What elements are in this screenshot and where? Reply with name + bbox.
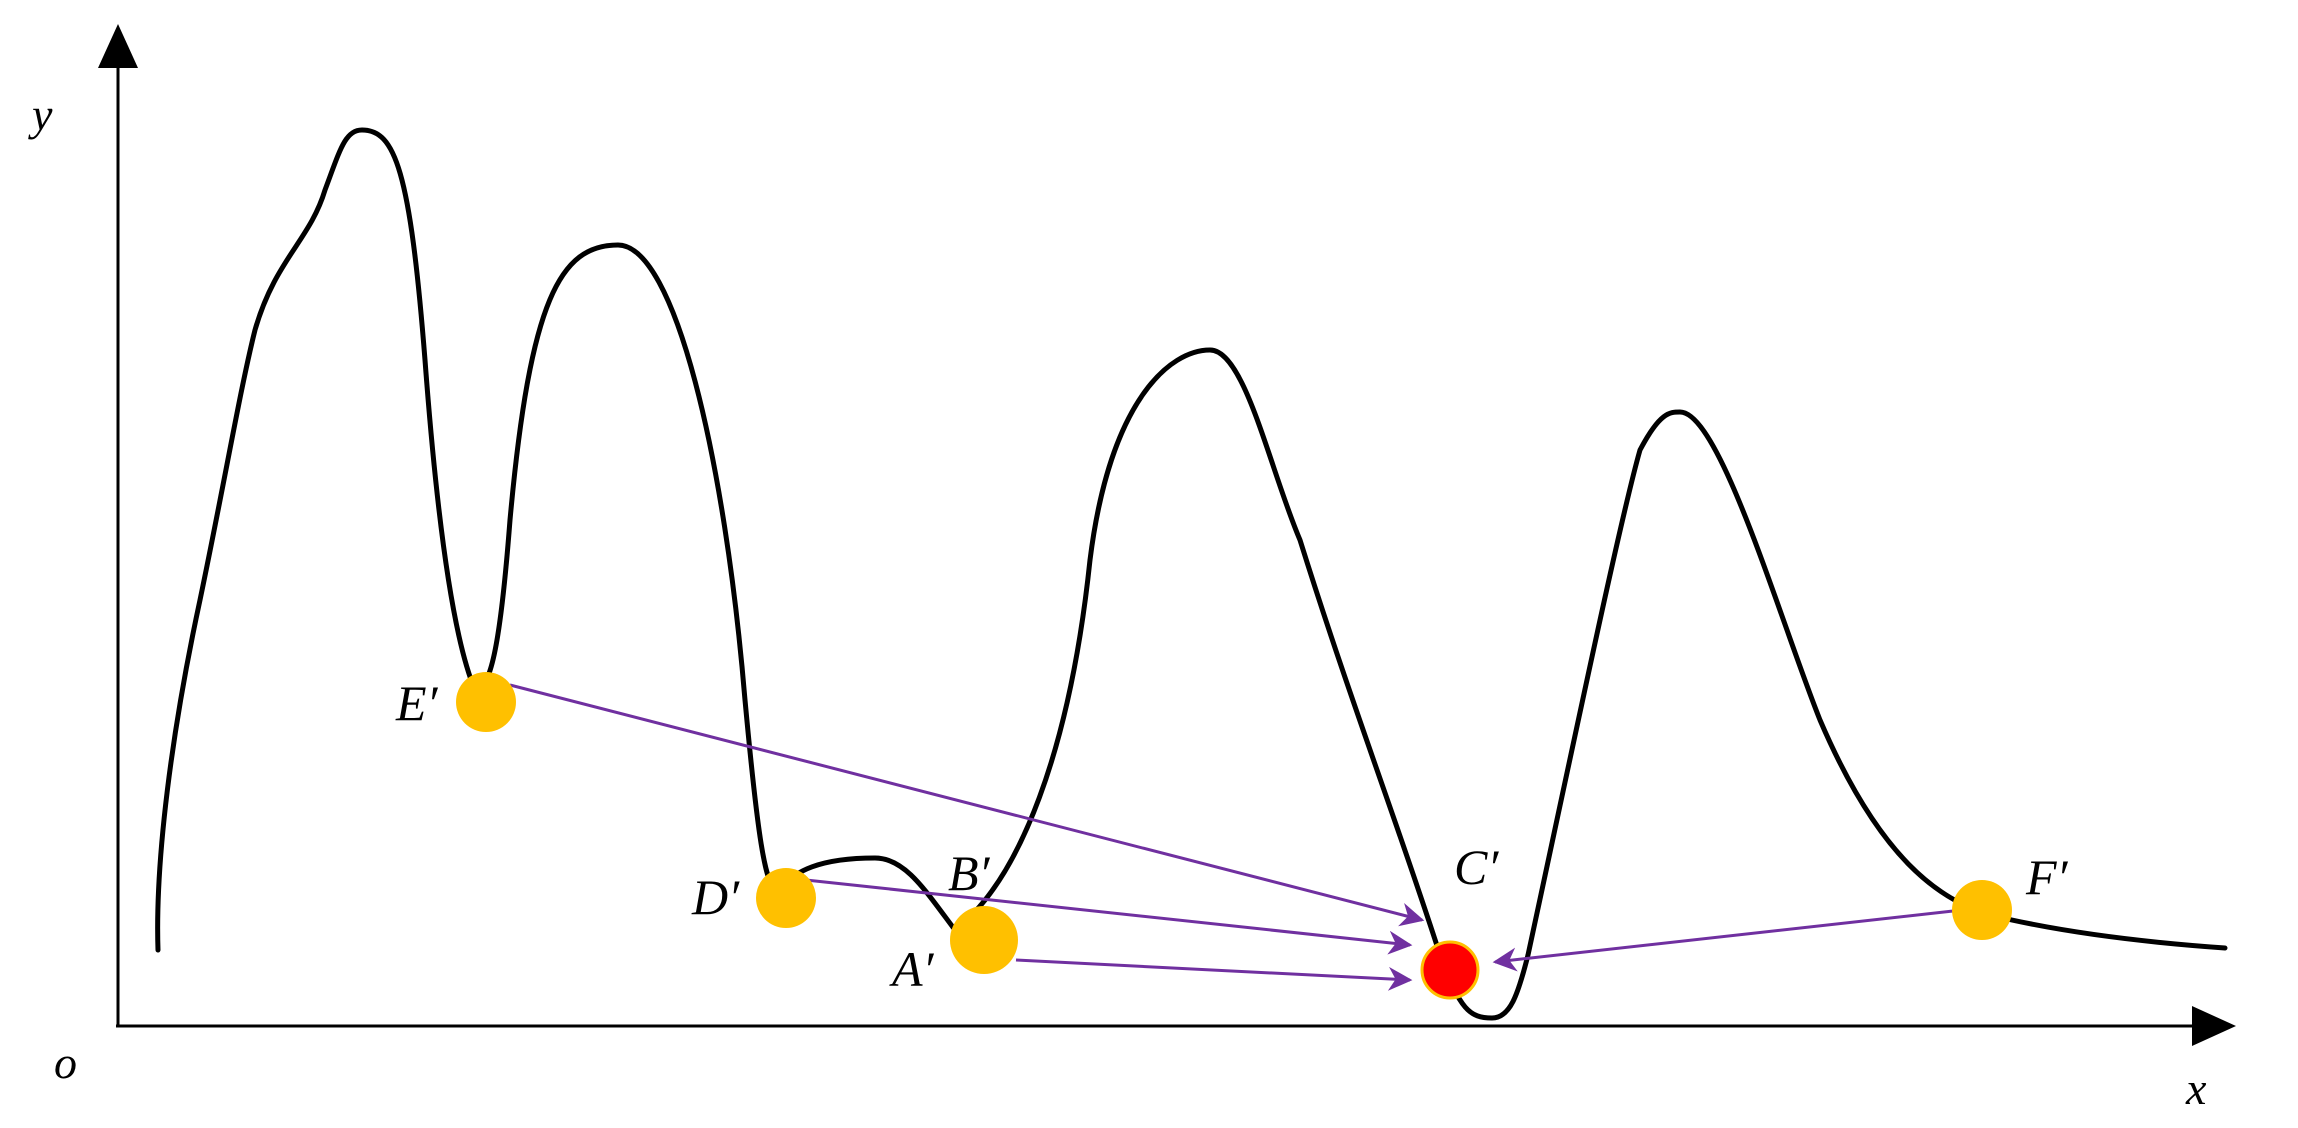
arrow-f-to-c [1492, 908, 1963, 972]
point-a-label: A′ [889, 941, 935, 997]
axes [98, 24, 2236, 1046]
origin-label: o [54, 1037, 77, 1088]
y-axis-label: y [28, 89, 53, 140]
arrow-a-to-c [1015, 958, 1413, 991]
point-e [456, 672, 516, 732]
x-axis-label: x [2185, 1063, 2207, 1114]
point-a [950, 906, 1018, 974]
point-e-label: E′ [395, 675, 439, 731]
point-f [1952, 880, 2012, 940]
point-d-label: D′ [691, 869, 740, 925]
solution-points [456, 672, 2012, 1000]
point-d [756, 868, 816, 928]
y-axis-arrowhead [98, 24, 138, 68]
arrow-d-to-c [805, 878, 1413, 955]
point-c-label: C′ [1454, 839, 1499, 895]
point-b-label: B′ [948, 845, 991, 901]
arrow-e-to-c [509, 683, 1425, 927]
convergence-arrows [509, 683, 1963, 991]
point-f-label: F′ [2025, 849, 2069, 905]
landscape-curve [155, 127, 2228, 1021]
x-axis-arrowhead [2192, 1006, 2236, 1046]
point-c-global-minimum [1420, 940, 1480, 1000]
